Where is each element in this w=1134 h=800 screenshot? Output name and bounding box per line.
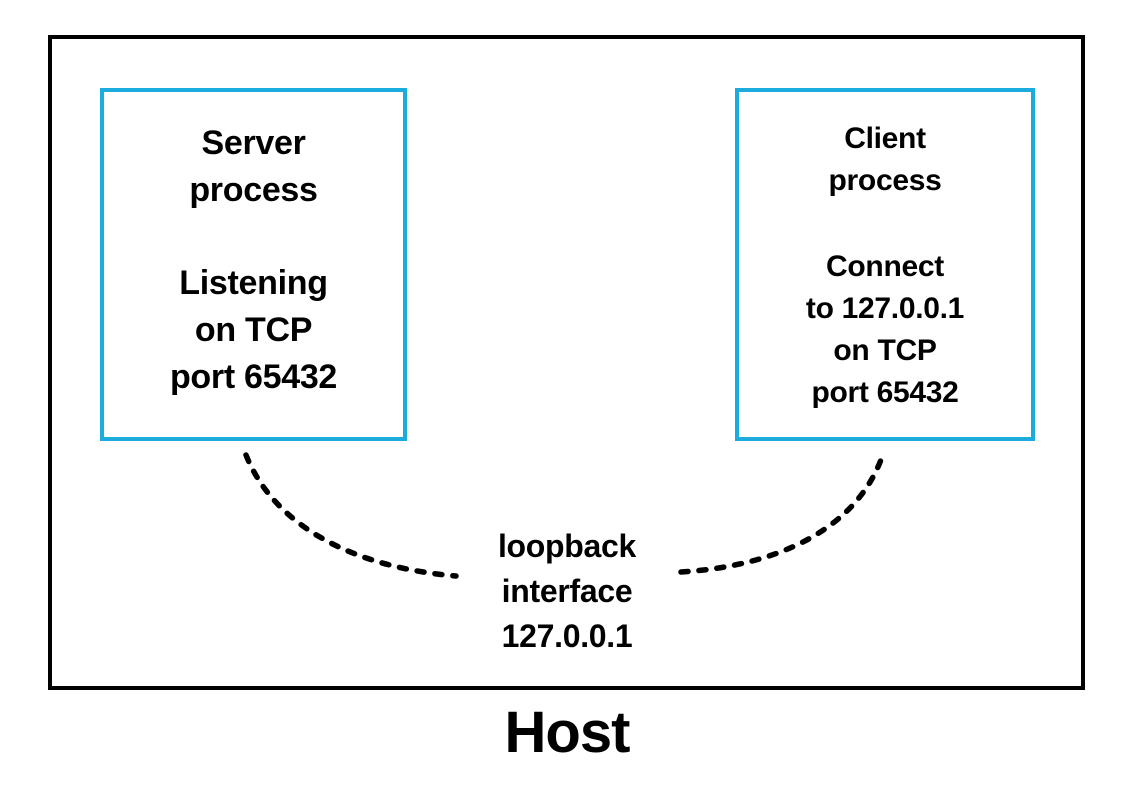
loopback-label-line-2: interface <box>501 573 633 609</box>
loopback-interface-label: loopback interface 127.0.0.1 <box>417 524 717 659</box>
server-detail-line-2: on TCP <box>194 311 313 349</box>
client-process-detail: Connect to 127.0.0.1 on TCP port 65432 <box>739 246 1031 414</box>
loopback-label-line-3: 127.0.0.1 <box>501 618 633 654</box>
client-detail-line-2: to 127.0.0.1 <box>805 292 965 325</box>
server-process-box: Server process Listening on TCP port 654… <box>100 88 407 441</box>
client-detail-line-1: Connect <box>826 250 944 283</box>
server-title-line-2: process <box>189 171 318 209</box>
server-detail-line-3: port 65432 <box>169 358 338 396</box>
client-detail-line-4: port 65432 <box>811 376 959 409</box>
client-title-line-2: process <box>828 164 942 197</box>
server-process-title: Server process <box>104 120 403 214</box>
host-label: Host <box>504 700 631 765</box>
server-detail-line-1: Listening <box>179 264 328 302</box>
server-process-detail: Listening on TCP port 65432 <box>104 260 403 401</box>
client-detail-line-3: on TCP <box>833 334 937 367</box>
client-process-title: Client process <box>739 118 1031 202</box>
client-title-line-1: Client <box>844 122 926 155</box>
loopback-label-line-1: loopback <box>497 528 637 564</box>
client-process-box: Client process Connect to 127.0.0.1 on T… <box>735 88 1035 441</box>
server-title-line-1: Server <box>201 124 306 162</box>
